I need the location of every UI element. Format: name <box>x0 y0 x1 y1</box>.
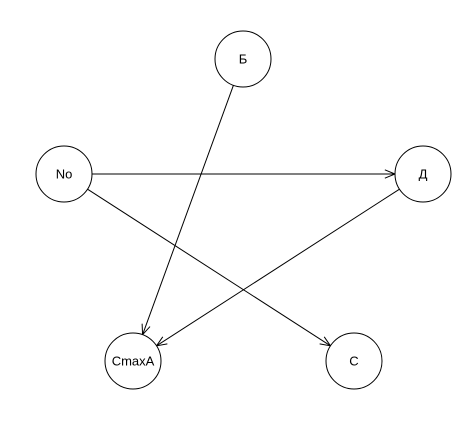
node-circle <box>35 145 93 203</box>
node-label: C <box>349 354 358 369</box>
node-label: Б <box>239 52 248 67</box>
node-No: No <box>35 145 93 203</box>
node-label: No <box>56 167 73 182</box>
node-D: Д <box>394 145 452 203</box>
edge-B-to-CmaxA <box>142 85 234 335</box>
node-label: Д <box>419 167 428 182</box>
edge-D-to-CmaxA <box>156 188 400 347</box>
node-circle <box>104 332 162 390</box>
node-C: C <box>325 332 383 390</box>
graph-nodes: Б No Д CmaxA C <box>35 30 452 390</box>
node-label: CmaxA <box>112 354 155 369</box>
node-B: Б <box>214 30 272 88</box>
node-circle <box>325 332 383 390</box>
edge-No-to-C <box>87 188 331 347</box>
graph-edges <box>87 85 400 347</box>
node-circle <box>394 145 452 203</box>
node-CmaxA: CmaxA <box>104 332 162 390</box>
node-circle <box>214 30 272 88</box>
